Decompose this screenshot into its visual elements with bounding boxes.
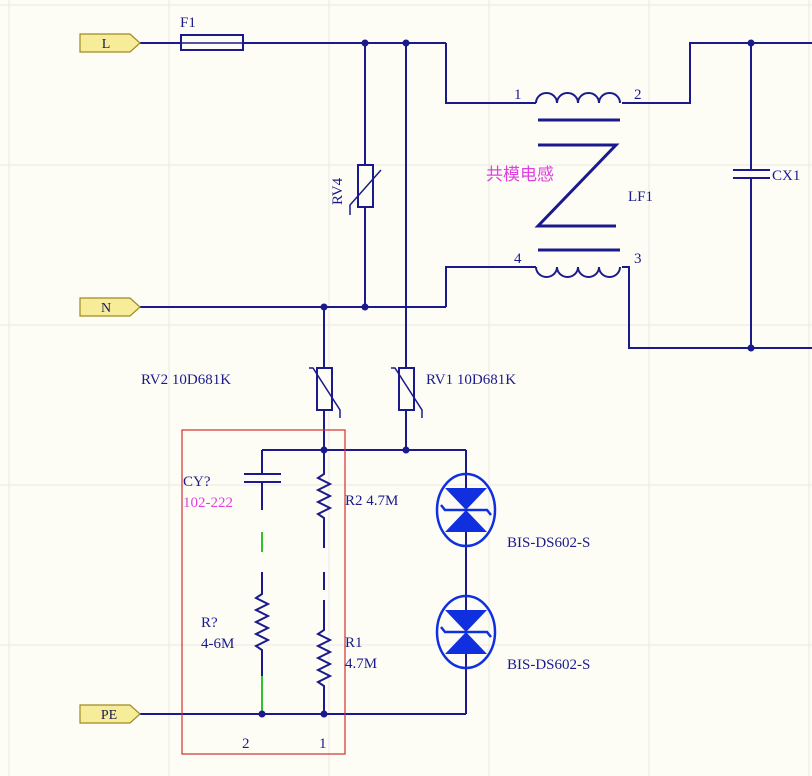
r1-value: 4.7M <box>345 656 377 672</box>
rv1-slash <box>391 367 423 418</box>
cx1-designator: CX1 <box>772 168 800 184</box>
port-l[interactable]: L <box>79 33 141 53</box>
tvs-upper-bar <box>440 504 492 516</box>
tvs-lower-tri-top <box>445 610 487 632</box>
rv4-designator: RV4 <box>330 177 346 205</box>
junction <box>402 39 410 47</box>
tvs-lower-designator: BIS-DS602-S <box>507 657 590 673</box>
resistor-rq[interactable]: R? 4-6M <box>201 590 271 676</box>
junction <box>402 446 410 454</box>
tvs-upper-tri-top <box>445 488 487 510</box>
junction <box>747 39 755 47</box>
rv2-slash <box>309 367 341 418</box>
choke-pin-1: 1 <box>514 87 522 103</box>
choke-winding-bot <box>535 266 621 278</box>
resistor-r1[interactable]: R1 4.7M <box>315 620 377 690</box>
cy-value: 102-222 <box>183 495 233 511</box>
cy-designator: CY? <box>183 474 211 490</box>
junction <box>258 710 266 718</box>
rv2-designator: RV2 10D681K <box>141 372 231 388</box>
choke-pin-4: 4 <box>514 251 522 267</box>
choke-winding-top <box>535 92 621 104</box>
option-label-2: 2 <box>242 736 250 752</box>
rv2-body <box>316 367 333 411</box>
r2-zigzag <box>315 470 333 520</box>
port-l-shape <box>79 33 141 53</box>
tvs-diode-upper[interactable]: BIS-DS602-S <box>435 472 590 551</box>
capacitor-cy[interactable]: CY? 102-222 <box>183 473 281 511</box>
port-l-label: L <box>102 37 111 52</box>
choke-designator: LF1 <box>628 189 653 205</box>
tvs-upper-designator: BIS-DS602-S <box>507 535 590 551</box>
rq-zigzag <box>253 590 271 676</box>
wire-l-to-choke <box>445 43 536 104</box>
wires <box>140 42 812 715</box>
fuse-f1[interactable]: F1 <box>180 15 244 51</box>
junction <box>320 710 328 718</box>
tvs-diode-lower[interactable]: BIS-DS602-S <box>435 594 590 673</box>
choke-pin-3: 3 <box>634 251 642 267</box>
tvs-lower-outline <box>435 594 497 670</box>
wire-choke-pin2 <box>622 42 812 104</box>
rq-designator: R? <box>201 615 218 631</box>
wire-n-to-choke <box>445 266 536 307</box>
rv1-designator: RV1 10D681K <box>426 372 516 388</box>
varistor-rv1[interactable]: RV1 10D681K <box>391 367 516 418</box>
tvs-lower-tri-bot <box>445 632 487 654</box>
junction <box>320 303 328 311</box>
tvs-lower-bar <box>440 626 492 638</box>
common-mode-choke-lf1[interactable]: 1 2 3 4 LF1 共模电感 <box>486 87 653 278</box>
junction <box>361 39 369 47</box>
choke-pin-2: 2 <box>634 87 642 103</box>
fuse-designator: F1 <box>180 15 196 31</box>
rv4-body <box>357 164 374 208</box>
r2-designator: R2 4.7M <box>345 493 398 509</box>
choke-z-symbol <box>534 143 620 228</box>
option-label-1: 1 <box>319 736 327 752</box>
tvs-upper-tri-bot <box>445 510 487 532</box>
varistor-rv2[interactable]: RV2 10D681K <box>141 367 341 418</box>
junction <box>361 303 369 311</box>
port-pe-shape <box>79 704 141 724</box>
dashed-segments <box>261 572 325 586</box>
tvs-upper-outline <box>435 472 497 548</box>
choke-note: 共模电感 <box>486 165 554 185</box>
r1-designator: R1 <box>345 635 363 651</box>
junctions <box>258 39 755 718</box>
rv1-body <box>398 367 415 411</box>
junction <box>320 446 328 454</box>
junction <box>747 344 755 352</box>
rv4-slash <box>349 169 382 215</box>
capacitor-cx1[interactable]: CX1 <box>733 168 800 184</box>
wire-choke-pin3 <box>622 266 812 349</box>
port-n-shape <box>79 297 141 317</box>
rq-value: 4-6M <box>201 636 234 652</box>
varistor-rv4[interactable]: RV4 <box>330 164 382 215</box>
resistor-r2[interactable]: R2 4.7M <box>315 470 398 520</box>
port-pe-label: PE <box>101 708 117 723</box>
selection-box[interactable] <box>181 429 346 755</box>
port-pe[interactable]: PE <box>79 704 141 724</box>
r1-zigzag <box>315 620 333 690</box>
port-n[interactable]: N <box>79 297 141 317</box>
port-n-label: N <box>101 301 111 316</box>
